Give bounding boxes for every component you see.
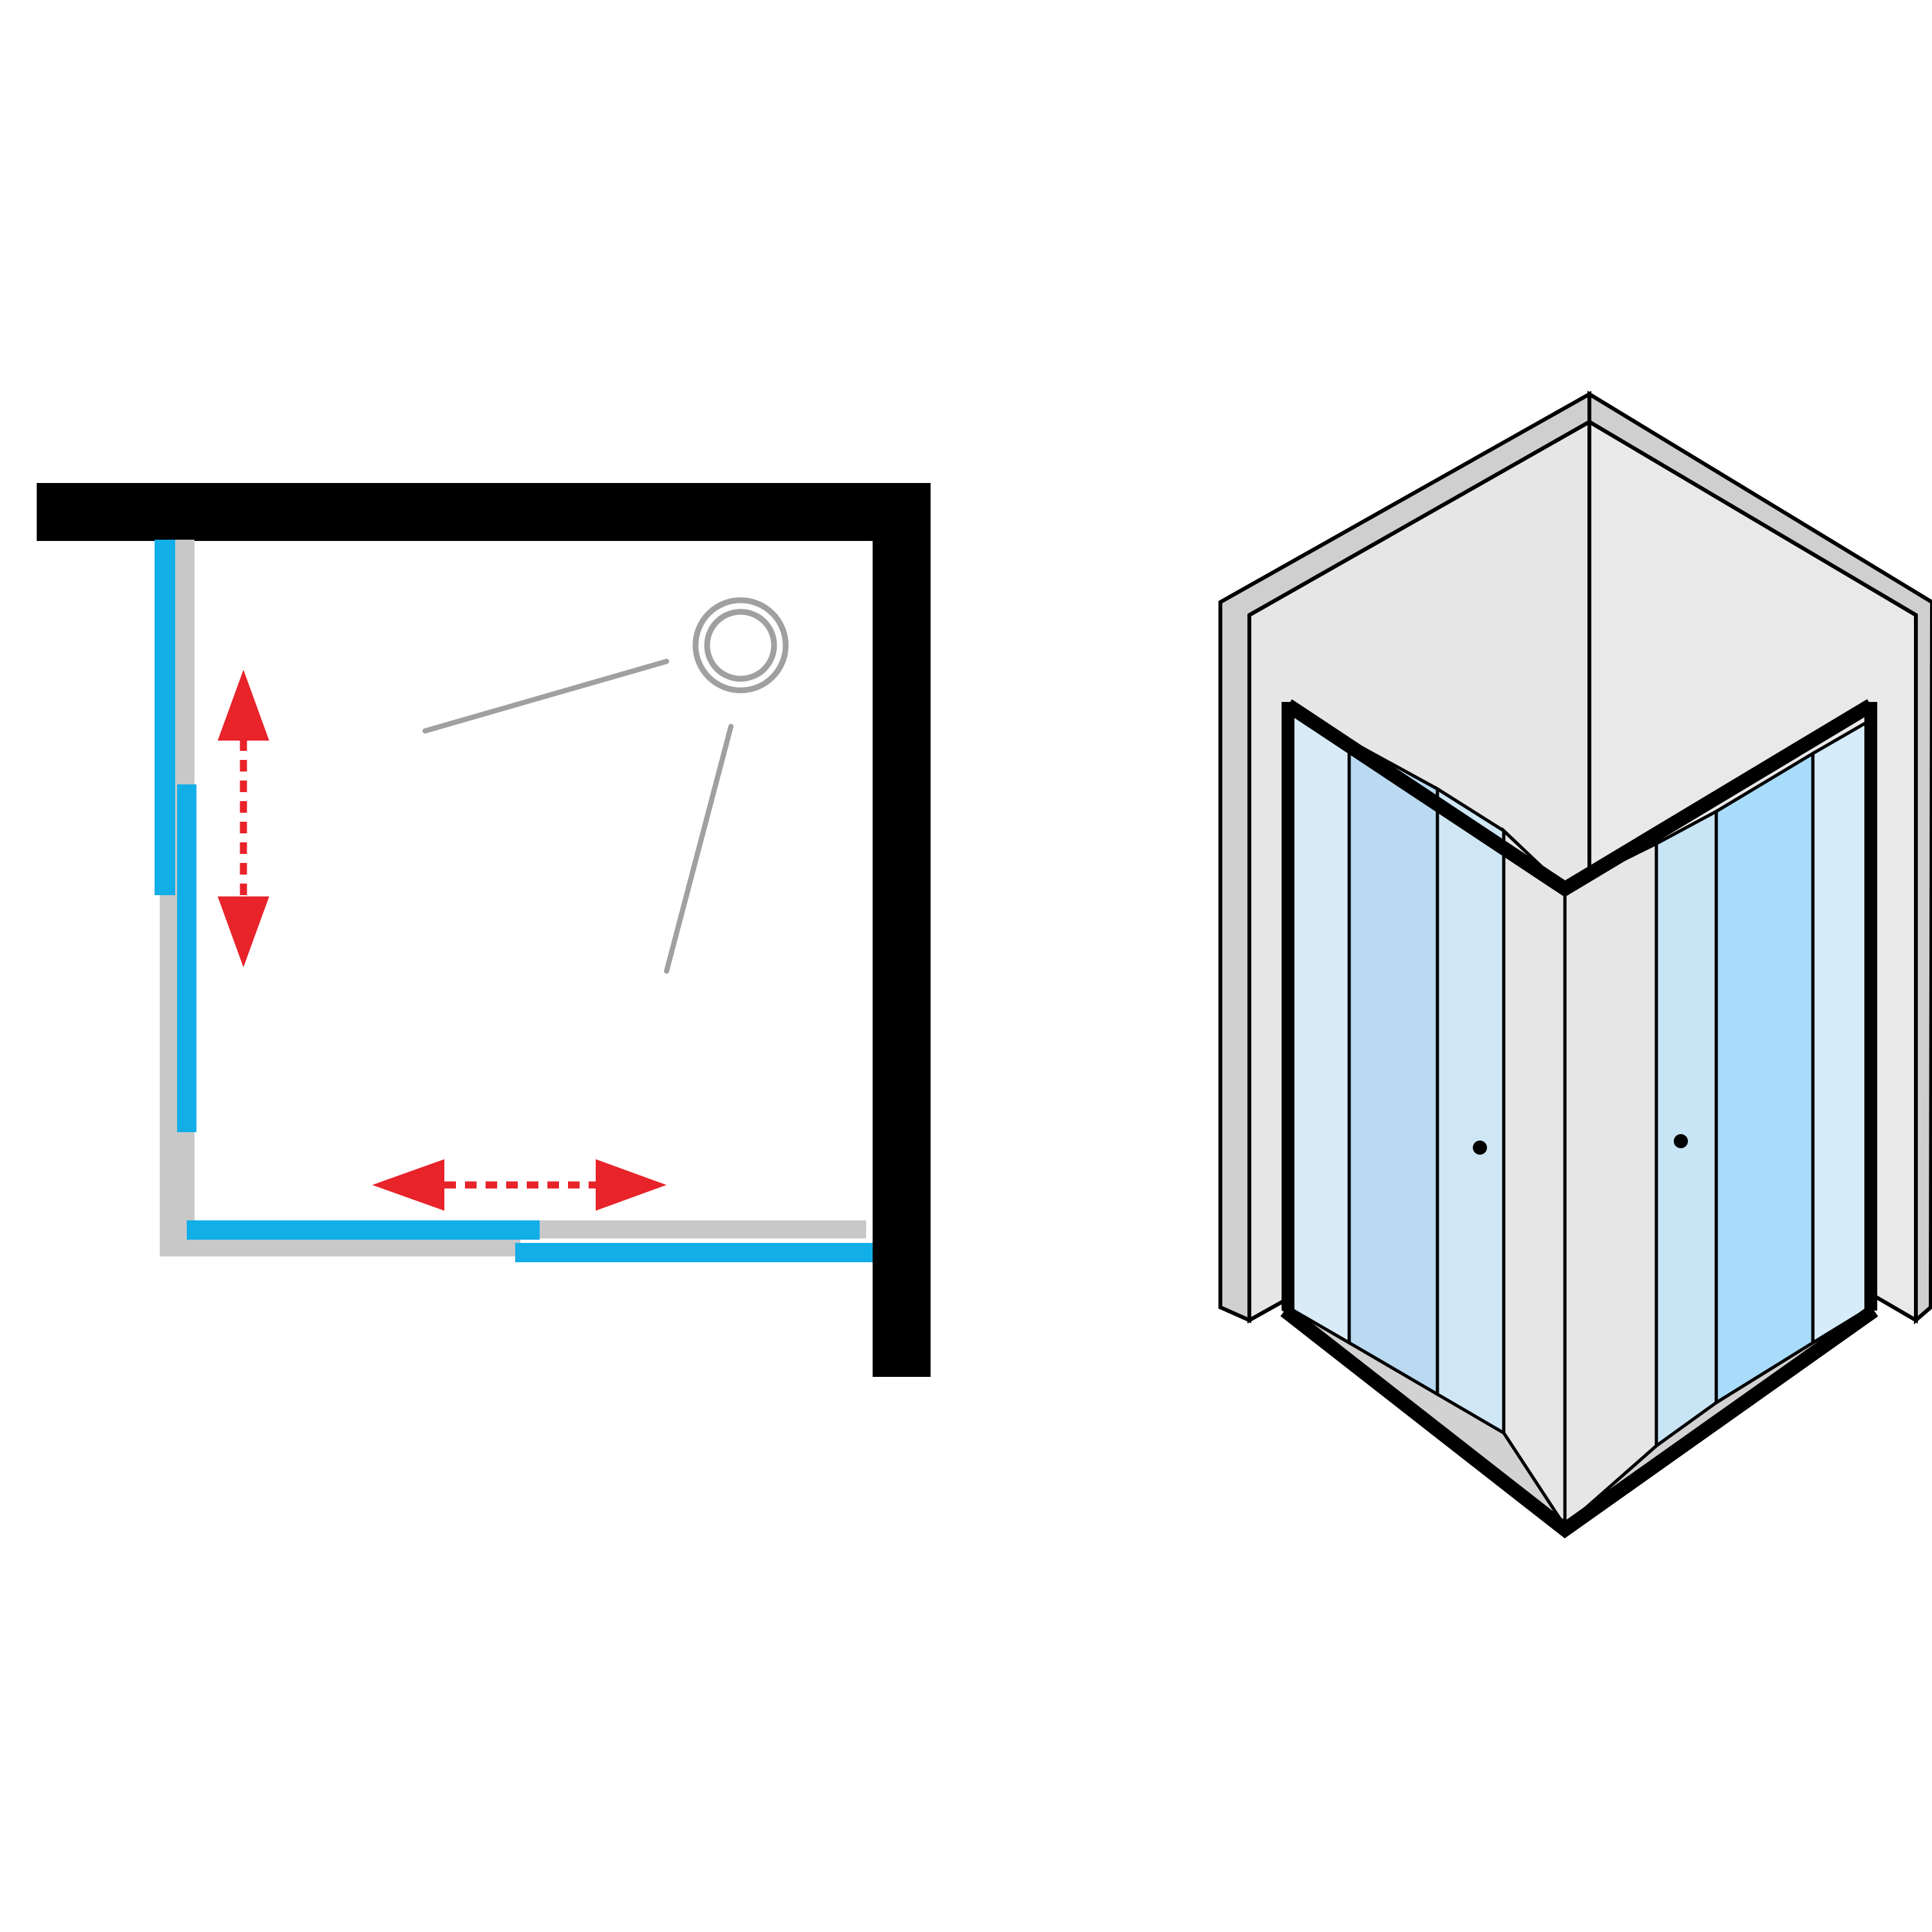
- top-frame-profile: [1283, 699, 1875, 898]
- left-glass-inner: [1435, 786, 1506, 1436]
- right-glass-mid: [1714, 750, 1815, 1406]
- right-glass-inner: [1654, 808, 1718, 1449]
- top-wall: [37, 483, 931, 541]
- drain-guide-line-2: [664, 724, 734, 974]
- right-wall: [873, 483, 931, 1377]
- left-glass-mid: [1347, 737, 1439, 1397]
- left-glass-panel-lower: [177, 784, 196, 1132]
- vertical-arrow-head-down: [218, 896, 269, 967]
- horizontal-arrow-head-right: [596, 1159, 667, 1211]
- bottom-glass-panel-left: [187, 1220, 540, 1240]
- left-glass-panel-upper: [155, 540, 175, 895]
- right-glass-outer: [1811, 717, 1873, 1346]
- bottom-fixed-panel-right: [538, 1220, 866, 1238]
- drain-icon: [692, 597, 789, 694]
- bottom-frame-profile: [1280, 1305, 1879, 1539]
- bottom-fixed-panel-left: [160, 1240, 520, 1256]
- horizontal-arrow-head-left: [372, 1159, 444, 1211]
- left-glass-outer: [1286, 702, 1351, 1346]
- shower-enclosure-plan-icon: [37, 483, 931, 1377]
- shower-enclosure-3d-icon: [1218, 390, 1932, 1539]
- right-glass-door: [1563, 840, 1658, 1530]
- door-handle-icon-right: [1674, 1134, 1688, 1148]
- bottom-glass-panel-right: [515, 1243, 873, 1262]
- vertical-arrow-head-up: [218, 670, 269, 741]
- door-handle-icon-left: [1473, 1141, 1487, 1155]
- left-glass-door: [1502, 827, 1567, 1532]
- drain-guide-line-1: [422, 659, 669, 734]
